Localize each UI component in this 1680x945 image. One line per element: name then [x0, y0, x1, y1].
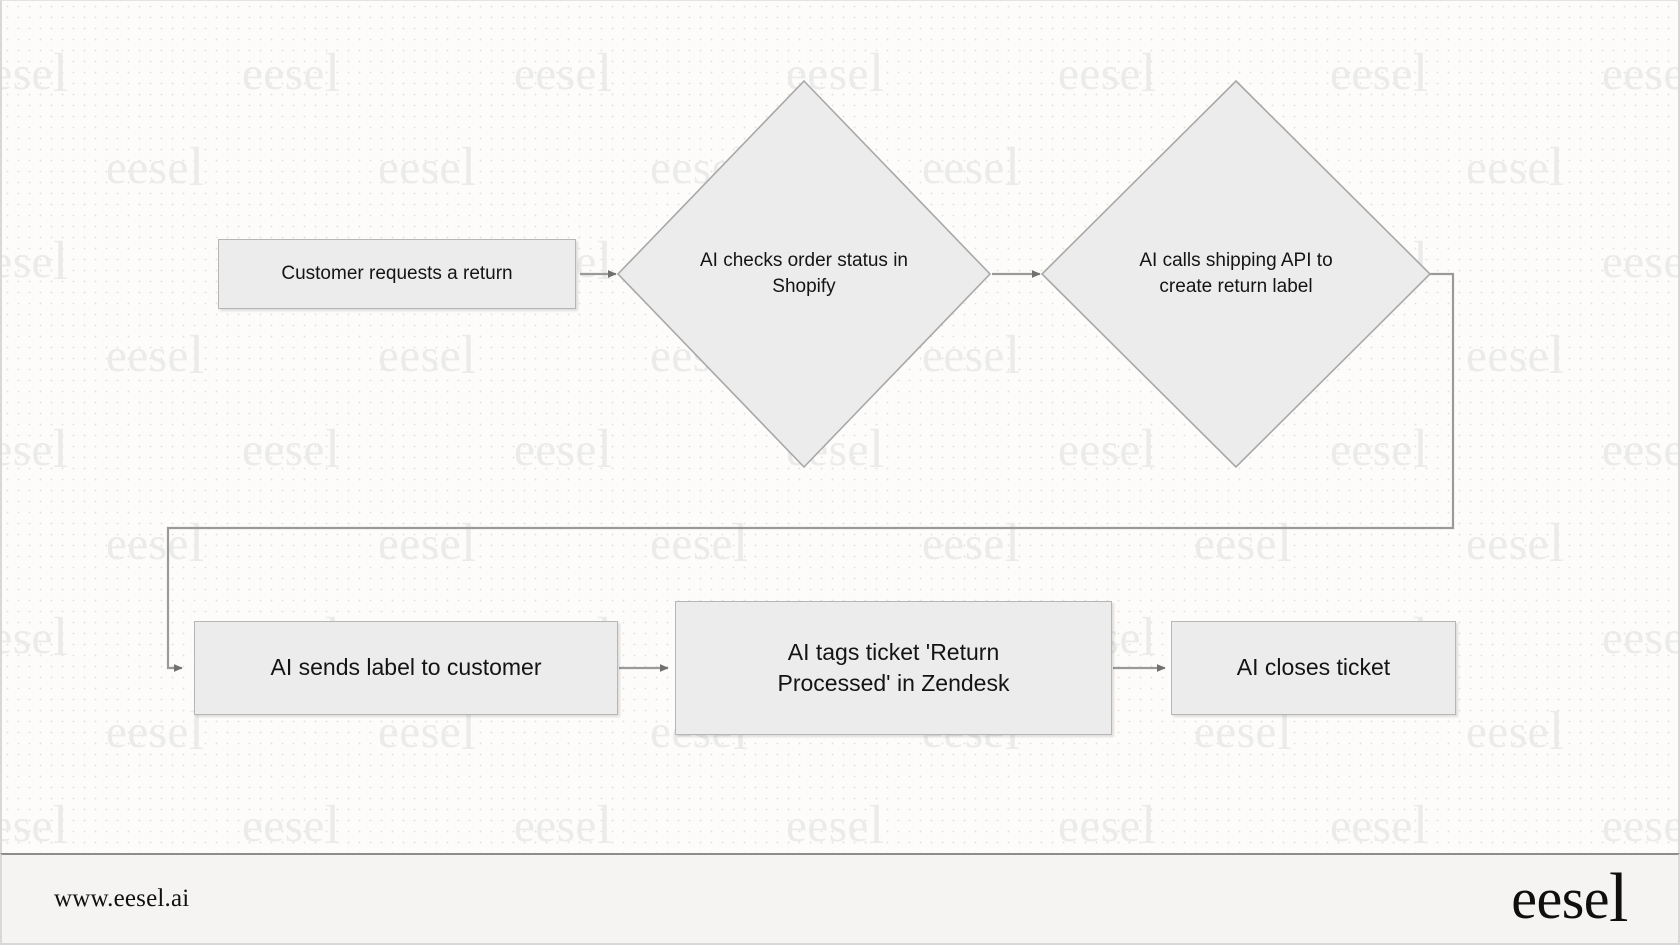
watermark-text: eesel: [1058, 794, 1157, 853]
node-ai-tags-ticket[interactable]: AI tags ticket 'Return Processed' in Zen…: [675, 601, 1112, 735]
watermark-text: eesel: [1602, 612, 1680, 664]
watermark-text: eesel: [242, 418, 341, 479]
watermark-text: eesel: [1602, 48, 1680, 100]
node-ai-sends-label[interactable]: AI sends label to customer: [194, 621, 618, 715]
eesel-logo: eesel: [1511, 860, 1628, 937]
diamond-shape: [1040, 79, 1432, 469]
watermark-text: eesel: [378, 512, 477, 573]
diagram-canvas: eesel eesel eesel eesel eesel eesel eese…: [0, 0, 1680, 853]
watermark-text: eesel: [786, 794, 885, 853]
node-ai-checks-order-status[interactable]: AI checks order status in Shopify: [616, 79, 992, 469]
watermark-text: eesel: [514, 794, 613, 853]
watermark-text: eesel: [1466, 136, 1565, 197]
node-label: AI calls shipping API to create return l…: [1139, 250, 1333, 297]
watermark-text: eesel: [106, 512, 205, 573]
watermark-text: eesel: [242, 42, 341, 103]
node-label: AI tags ticket 'Return Processed' in Zen…: [777, 638, 1010, 696]
node-label: AI closes ticket: [1236, 654, 1391, 681]
node-label: Customer requests a return: [281, 263, 513, 285]
watermark-text: eesel: [2, 418, 69, 479]
watermark-text: eesel: [1330, 794, 1429, 853]
watermark-text: eesel: [106, 700, 205, 761]
watermark-text: eesel: [514, 418, 613, 479]
node-label: AI sends label to customer: [270, 654, 542, 681]
diamond-shape: [616, 79, 992, 469]
watermark-text: eesel: [1466, 512, 1565, 573]
watermark-text: eesel: [922, 512, 1021, 573]
watermark-text: eesel: [1602, 424, 1680, 476]
watermark-text: eesel: [2, 794, 69, 853]
watermark-text: eesel: [514, 42, 613, 103]
watermark-text: eesel: [1602, 800, 1680, 852]
watermark-text: eesel: [1602, 236, 1680, 288]
node-ai-closes-ticket[interactable]: AI closes ticket: [1171, 621, 1456, 715]
watermark-text: eesel: [2, 42, 69, 103]
watermark-text: eesel: [242, 794, 341, 853]
watermark-text: eesel: [650, 512, 749, 573]
node-label: AI checks order status in Shopify: [699, 250, 909, 297]
watermark-text: eesel: [2, 606, 69, 667]
watermark-text: eesel: [106, 136, 205, 197]
watermark-text: eesel: [378, 324, 477, 385]
watermark-text: eesel: [1194, 512, 1293, 573]
node-ai-calls-shipping-api[interactable]: AI calls shipping API to create return l…: [1040, 79, 1432, 469]
footer-url[interactable]: www.eesel.ai: [54, 885, 190, 912]
watermark-text: eesel: [1466, 700, 1565, 761]
node-customer-requests-return[interactable]: Customer requests a return: [218, 239, 576, 309]
watermark-text: eesel: [2, 230, 69, 291]
watermark-text: eesel: [106, 324, 205, 385]
watermark-text: eesel: [378, 136, 477, 197]
watermark-text: eesel: [1466, 324, 1565, 385]
page-footer: www.eesel.ai eesel: [0, 853, 1680, 945]
